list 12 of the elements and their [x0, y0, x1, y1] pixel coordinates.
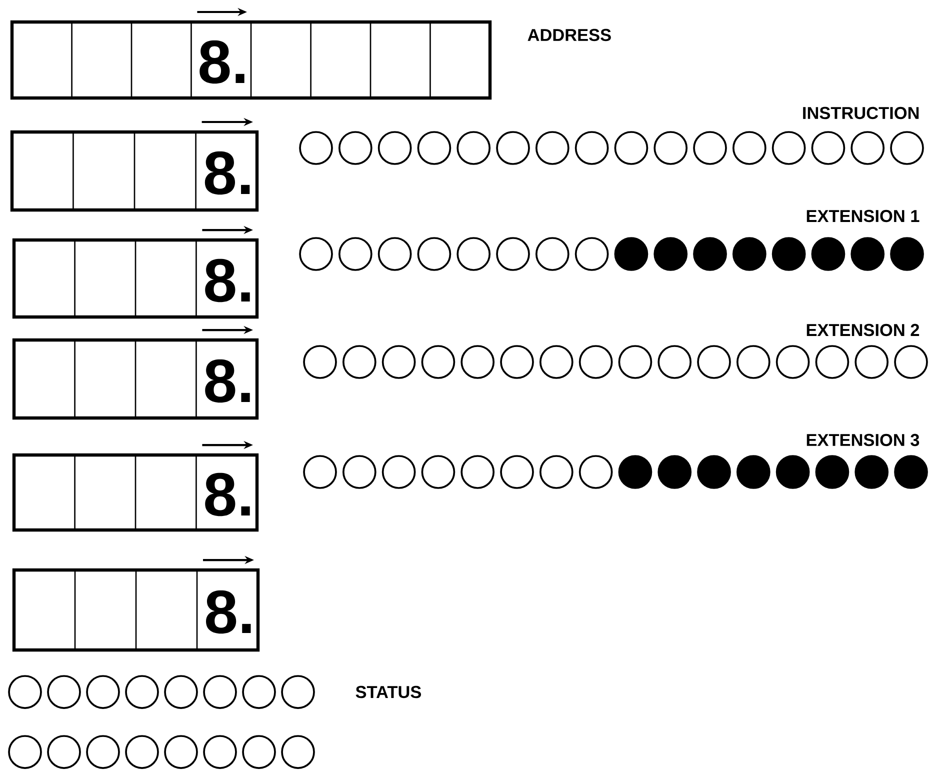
panel-label: STATUS [356, 686, 422, 698]
panel-label: EXTENSION 1 [806, 210, 920, 222]
digit-display: 8. [12, 238, 259, 319]
digit-display: 8. [10, 20, 492, 100]
panel-label: INSTRUCTION [803, 106, 919, 120]
digit-display: 8. [12, 453, 259, 532]
panel-label: EXTENSION 2 [806, 324, 920, 336]
digit-display: 8. [12, 568, 260, 652]
panel-label: EXTENSION 3 [806, 434, 920, 446]
digit-display: 8. [10, 130, 259, 212]
panel-label: ADDRESS [528, 28, 611, 42]
digit-display: 8. [12, 338, 259, 420]
